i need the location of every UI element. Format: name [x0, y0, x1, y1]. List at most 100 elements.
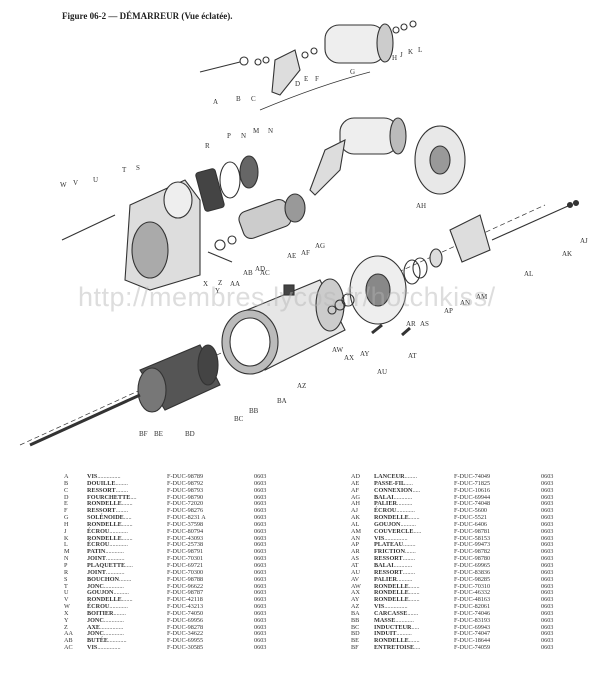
- part-code: AC: [64, 644, 73, 652]
- part-code: F: [64, 507, 68, 515]
- part-page: 0603: [541, 527, 554, 535]
- callout-label: T: [122, 166, 127, 174]
- part-name: RESSORT: [87, 486, 116, 494]
- part-name: VIS: [374, 534, 385, 542]
- callout-label: BC: [234, 415, 244, 423]
- part-page: 0603: [541, 603, 554, 611]
- part-code: AS: [351, 555, 359, 563]
- part-code: AZ: [351, 603, 360, 611]
- part-code: AE: [351, 479, 360, 487]
- callout-label: AW: [332, 346, 343, 354]
- part-reference: F-DUC-98787: [167, 589, 204, 597]
- leader-dots: .....: [123, 514, 132, 522]
- part-page: 0603: [254, 589, 267, 597]
- part-page: 0603: [254, 644, 267, 652]
- callout-label: AM: [476, 293, 488, 301]
- leader-dots: ............: [105, 548, 124, 556]
- leader-dots: .......: [408, 637, 420, 645]
- part-name: JONC: [87, 616, 104, 624]
- part-code: AG: [351, 493, 360, 501]
- callout-label: R: [205, 142, 210, 150]
- part-reference: F-DUC-25738: [167, 541, 204, 549]
- callout-label: L: [418, 46, 422, 54]
- part-name: RESSORT: [87, 507, 116, 515]
- part-page: 0603: [541, 493, 554, 501]
- part-reference: F-DUC-71825: [454, 479, 491, 487]
- leader-dots: ............: [109, 603, 128, 611]
- part-code: AY: [351, 596, 360, 604]
- leader-dots: .....: [405, 479, 413, 487]
- part-reference: F-DUC-74049: [454, 473, 491, 480]
- leader-dots: ............: [105, 568, 125, 576]
- figure-title: Figure 06-2 — DÉMARREUR (Vue éclatée).: [62, 11, 233, 21]
- part-name: MASSE: [374, 616, 396, 624]
- part-page: 0603: [541, 568, 554, 576]
- solenoid-top: [199, 20, 417, 96]
- part-reference: F-DUC-69721: [167, 561, 204, 569]
- part-reference: F-DUC-34622: [167, 630, 204, 638]
- part-code: AB: [64, 637, 73, 645]
- leader-dots: .......: [121, 596, 133, 604]
- part-page: 0603: [541, 561, 554, 569]
- part-page: 0603: [541, 644, 554, 652]
- leader-dots: .....: [412, 486, 421, 494]
- part-code: AK: [351, 514, 360, 522]
- leader-dots: ...............: [97, 473, 121, 480]
- part-page: 0603: [541, 520, 554, 528]
- part-reference: F-DUC-74047: [454, 630, 491, 638]
- part-reference: F-DUC-58153: [454, 534, 491, 542]
- part-code: AV: [351, 575, 360, 583]
- armature: [29, 344, 221, 447]
- callout-label: K: [408, 48, 413, 56]
- leader-dots: .....: [413, 527, 422, 535]
- callout-label: BE: [154, 430, 163, 438]
- leader-dots: ..........: [113, 589, 129, 597]
- part-page: 0603: [541, 500, 554, 508]
- part-name: RONDELLE: [87, 500, 122, 508]
- leader-dots: ...............: [384, 603, 408, 611]
- part-page: 0603: [541, 486, 554, 494]
- callout-label: E: [304, 75, 308, 83]
- part-name: SOLÉNOIDE: [87, 514, 124, 522]
- part-reference: F-DUC-80794: [167, 527, 204, 535]
- part-page: 0603: [254, 514, 267, 522]
- part-code: AX: [351, 589, 360, 597]
- part-page: 0603: [254, 561, 267, 569]
- part-page: 0603: [254, 541, 267, 549]
- part-name: ENTRETOISE: [374, 644, 415, 652]
- callout-label: N: [241, 132, 246, 140]
- part-reference: F-DUC-69943: [454, 623, 491, 631]
- part-page: 0603: [541, 616, 554, 624]
- part-code: U: [64, 589, 69, 597]
- callout-label: M: [253, 127, 260, 135]
- leader-dots: .......: [408, 596, 420, 604]
- part-page: 0603: [541, 637, 554, 645]
- leader-dots: .............: [103, 616, 124, 624]
- callout-label: U: [93, 176, 98, 184]
- part-reference: F-DUC-98792: [167, 479, 204, 487]
- callout-label: G: [350, 68, 355, 76]
- part-name: GOUJON: [87, 589, 114, 597]
- callout-label: AA: [230, 280, 240, 288]
- part-page: 0603: [254, 609, 267, 617]
- part-reference: F-DUC-5600: [454, 507, 488, 515]
- leader-dots: ............: [393, 493, 413, 501]
